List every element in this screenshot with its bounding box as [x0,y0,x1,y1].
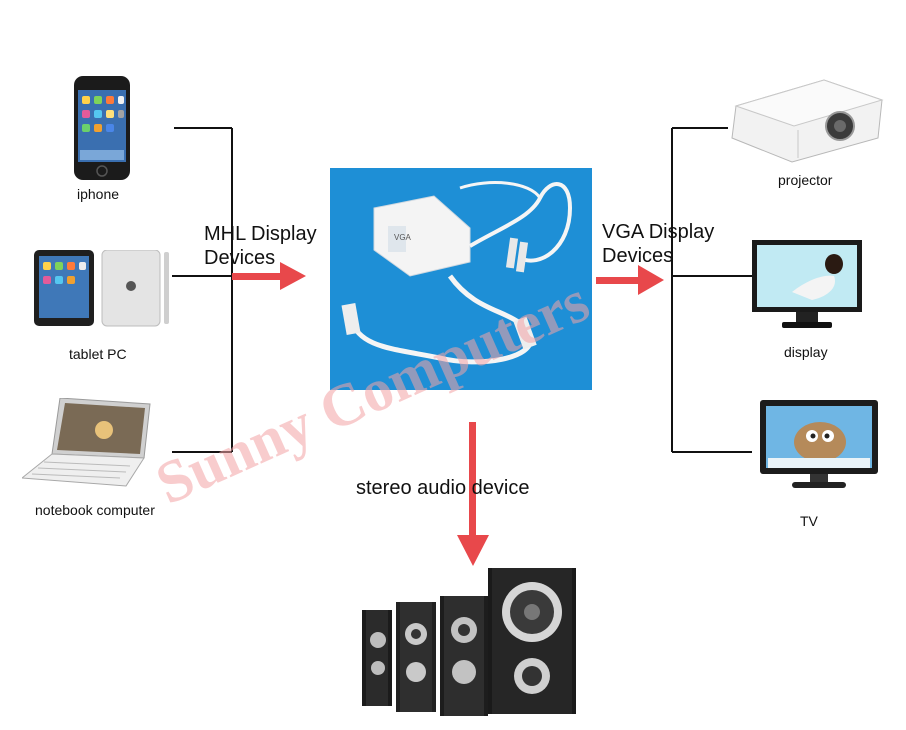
vga-arrow [596,265,664,295]
adapter-image: VGA [330,168,592,390]
notebook-image [22,398,151,487]
projector-label: projector [778,172,833,188]
tablet-image [34,250,169,327]
tablet-label: tablet PC [69,346,127,362]
vga-group-label-line2: Devices [602,245,674,267]
speakers-image [362,568,576,716]
audio-label: stereo audio device [356,477,530,499]
left-bracket [172,127,233,453]
mhl-group-label-line2: Devices [204,247,276,269]
iphone-label: iphone [77,186,120,202]
notebook-label: notebook computer [35,502,155,518]
adapter-cable-text: VGA [394,233,412,242]
projector-image [731,79,884,163]
tv-image [760,400,878,488]
mhl-arrow [232,262,306,290]
right-bracket [671,127,752,453]
mhl-group-label: MHL Display Devices [204,222,317,270]
vga-group-label: VGA Display Devices [602,220,714,268]
tv-label: TV [800,513,818,529]
iphone-image [74,76,130,180]
display-label: display [784,344,828,360]
audio-arrow [457,422,489,566]
display-image [752,240,862,328]
vga-group-label-line1: VGA Display [602,221,715,243]
mhl-group-label-line1: MHL Display [204,223,317,245]
